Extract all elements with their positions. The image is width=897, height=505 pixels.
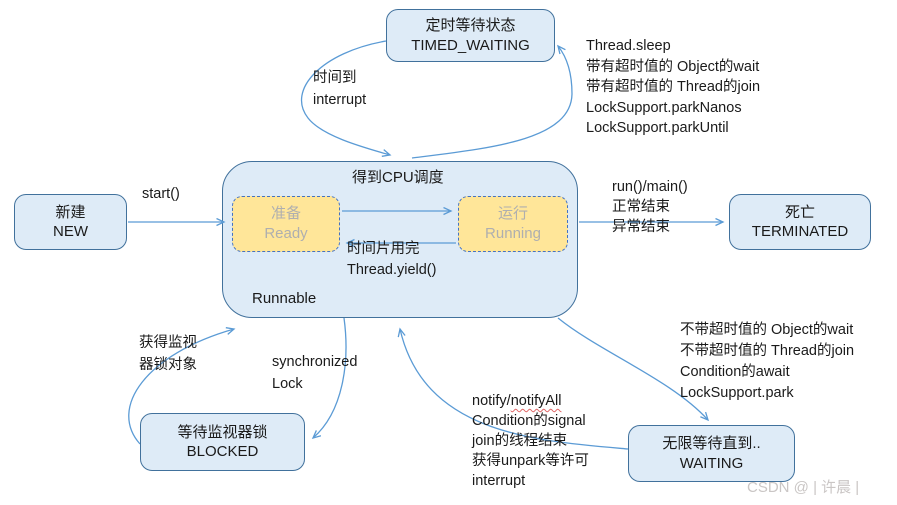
monitor-line-1: 获得监视 xyxy=(139,335,197,351)
notify-methods-label: notify/notifyAll Condition的signal join的线… xyxy=(472,391,589,491)
run-end-line-1: run()/main() xyxy=(612,179,688,195)
notify-line-2: Condition的signal xyxy=(472,413,586,429)
wait-line-2: 不带超时值的 Thread的join xyxy=(680,343,855,359)
sleep-line-1: Thread.sleep xyxy=(586,38,671,54)
waiting-label-zh: 无限等待直到.. xyxy=(662,435,761,452)
yield-label: 时间片用完 Thread.yield() xyxy=(347,239,436,281)
synchronized-lock-label: synchronized Lock xyxy=(272,351,357,395)
ready-label-en: Ready xyxy=(264,225,308,242)
yield-line-2: Thread.yield() xyxy=(347,262,437,278)
waiting-label-en: WAITING xyxy=(679,454,744,472)
acquire-monitor-label: 获得监视 器锁对象 xyxy=(139,332,197,376)
new-label-zh: 新建 xyxy=(55,203,86,221)
notify-line-4: 获得unpark等许可 xyxy=(472,453,589,469)
state-box-terminated: 死亡 TERMINATED xyxy=(729,194,871,250)
terminated-label-zh: 死亡 xyxy=(784,203,815,221)
substate-box-ready: 准备 Ready xyxy=(232,196,340,252)
cpu-schedule-label: 得到CPU调度 xyxy=(352,169,444,186)
notify-line-5: interrupt xyxy=(472,473,526,489)
sleep-line-4: LockSupport.parkNanos xyxy=(586,99,742,116)
timeup-line-2: interrupt xyxy=(313,92,367,108)
run-end-label: run()/main() 正常结束 异常结束 xyxy=(612,177,688,237)
sleep-line-3: 带有超时值的 Thread的join xyxy=(586,79,761,95)
yield-line-1: 时间片用完 xyxy=(347,241,420,257)
timed-waiting-label-zh: 定时等待状态 xyxy=(425,17,516,34)
run-end-line-3: 异常结束 xyxy=(612,219,670,235)
notify-line-1: notify/notifyAll xyxy=(472,391,589,411)
wait-methods-label: 不带超时值的 Object的wait 不带超时值的 Thread的join Co… xyxy=(680,320,854,404)
terminated-label-en: TERMINATED xyxy=(751,223,849,240)
wait-line-4: LockSupport.park xyxy=(680,385,794,401)
start-label: start() xyxy=(142,186,180,202)
running-label-zh: 运行 xyxy=(497,204,528,222)
running-label-en: Running xyxy=(485,225,541,242)
sleep-line-2: 带有超时值的 Object的wait xyxy=(586,58,760,75)
blocked-label-en: BLOCKED xyxy=(186,443,259,460)
run-end-line-2: 正常结束 xyxy=(612,199,670,215)
notify-wavy-word: notifyAll xyxy=(510,393,562,409)
wait-line-3: Condition的await xyxy=(680,364,790,380)
runnable-label: Runnable xyxy=(252,290,317,307)
state-box-new: 新建 NEW xyxy=(14,194,127,250)
sleep-line-5: LockSupport.parkUntil xyxy=(586,120,729,136)
substate-box-running: 运行 Running xyxy=(458,196,568,252)
csdn-watermark: CSDN @ | 许晨 | xyxy=(747,479,860,496)
new-label-en: NEW xyxy=(53,223,88,240)
state-box-waiting: 无限等待直到.. WAITING xyxy=(628,425,795,482)
timed-waiting-label-en: TIMED_WAITING xyxy=(411,36,530,54)
wait-line-1: 不带超时值的 Object的wait xyxy=(680,322,854,338)
sleep-methods-label: Thread.sleep 带有超时值的 Object的wait 带有超时值的 T… xyxy=(586,36,760,139)
notify-prefix: notify/ xyxy=(472,393,511,409)
state-box-timed-waiting: 定时等待状态 TIMED_WAITING xyxy=(386,9,555,62)
notify-line-3: join的线程结束 xyxy=(472,433,568,449)
sync-line-1: synchronized xyxy=(272,354,358,370)
arrow-runnable-to-timedwaiting xyxy=(411,46,573,159)
timeup-line-1: 时间到 xyxy=(313,70,357,86)
blocked-label-zh: 等待监视器锁 xyxy=(177,423,268,441)
ready-label-zh: 准备 xyxy=(270,204,301,222)
timeup-interrupt-label: 时间到 interrupt xyxy=(313,67,366,111)
state-box-blocked: 等待监视器锁 BLOCKED xyxy=(140,413,305,471)
monitor-line-2: 器锁对象 xyxy=(139,357,197,373)
sync-line-2: Lock xyxy=(272,376,303,392)
